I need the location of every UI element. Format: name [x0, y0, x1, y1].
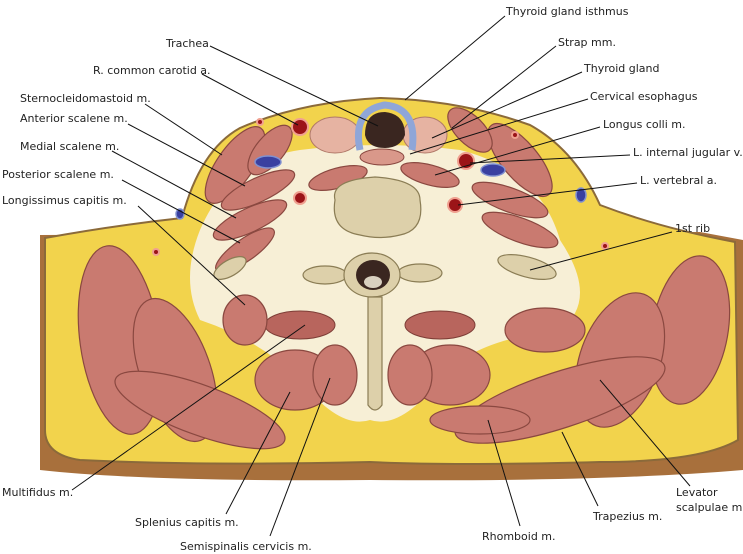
small-artery — [601, 242, 609, 250]
trachea-cartilage — [354, 101, 417, 151]
label-anterior-scalene: Anterior scalene m. — [20, 112, 128, 125]
label-longus-colli: Longus colli m. — [603, 118, 685, 131]
label-posterior-scalene: Posterior scalene m. — [2, 168, 114, 181]
right-back-muscles — [387, 255, 731, 444]
label-medial-scalene: Medial scalene m. — [20, 140, 119, 153]
label-levator-scapulae-line1: Levator — [676, 486, 718, 499]
left-internal-jugular-vein — [480, 163, 506, 177]
small-artery — [152, 248, 160, 256]
small-artery — [256, 118, 264, 126]
label-splenius-capitis: Splenius capitis m. — [135, 516, 239, 529]
small-artery — [511, 131, 519, 139]
label-left-internal-jugular: L. internal jugular v. — [633, 146, 743, 159]
label-first-rib: 1st rib — [675, 222, 710, 235]
esophagus — [359, 148, 405, 166]
label-multifidus: Multifidus m. — [2, 486, 73, 499]
label-semispinalis-cervicis: Semispinalis cervicis m. — [180, 540, 312, 553]
label-sternocleidomastoid: Sternocleidomastoid m. — [20, 92, 151, 105]
label-thyroid-isthmus: Thyroid gland isthmus — [505, 5, 629, 18]
right-common-carotid — [291, 118, 309, 136]
label-cervical-esophagus: Cervical esophagus — [590, 90, 698, 103]
label-levator-scapulae-line2: scalpulae m. — [676, 501, 743, 514]
leader-lines — [71, 15, 691, 537]
right-internal-jugular-vein — [254, 155, 282, 169]
left-common-carotid — [457, 152, 475, 170]
label-trapezius: Trapezius m. — [592, 510, 662, 523]
label-thyroid-gland: Thyroid gland — [583, 62, 659, 75]
external-jugular-vein — [575, 187, 587, 203]
label-right-common-carotid: R. common carotid a. — [93, 64, 211, 77]
first-rib-right — [497, 254, 557, 280]
left-back-muscles — [77, 245, 358, 450]
cervical-vertebra — [302, 176, 443, 411]
right-vertebral-artery — [293, 191, 307, 205]
label-longissimus-capitis: Longissimus capitis m. — [2, 194, 127, 207]
trachea-lumen — [365, 112, 405, 148]
label-rhomboid: Rhomboid m. — [482, 530, 556, 543]
label-trachea: Trachea — [165, 37, 209, 50]
label-strap-muscles: Strap mm. — [558, 36, 616, 49]
label-left-vertebral: L. vertebral a. — [640, 174, 717, 187]
